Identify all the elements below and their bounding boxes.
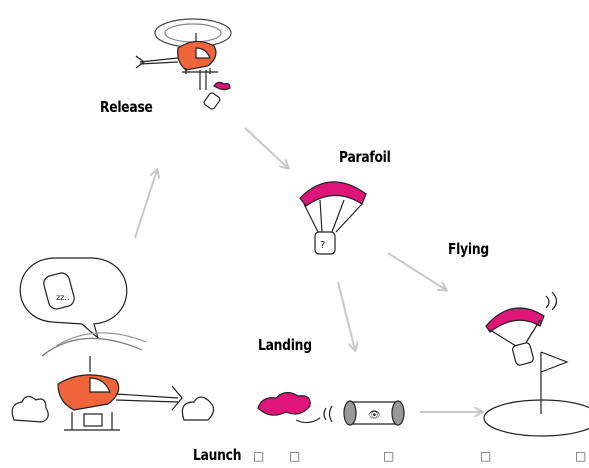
- helicopter-launch-icon: [41, 332, 183, 431]
- placeholder-glyph: □: [575, 449, 587, 463]
- landing-rover-icon: 👁: [257, 391, 405, 426]
- svg-text:👁: 👁: [368, 410, 381, 421]
- svg-text:zz..: zz..: [56, 293, 69, 302]
- dropped-capsule-icon: [203, 81, 231, 110]
- parafoil-icon: ?: [299, 181, 367, 255]
- placeholder-glyph: □: [383, 449, 395, 463]
- arrow-release-to-parafoil: [244, 127, 288, 168]
- label-flying: Flying: [448, 240, 489, 258]
- helicopter-release-icon: [135, 18, 232, 90]
- bush-left-icon: [11, 395, 49, 423]
- flow-arrows: [134, 127, 482, 412]
- speech-bubble-icon: zz..: [19, 257, 128, 340]
- label-landing: Landing: [258, 336, 312, 354]
- label-release: Release: [100, 98, 153, 116]
- placeholder-glyph: □: [253, 449, 265, 463]
- flying-parafoil-icon: [485, 291, 558, 366]
- arrow-parafoil-to-flying: [387, 252, 446, 290]
- flag-icon: [483, 351, 589, 437]
- bush-right-icon: [181, 396, 215, 421]
- label-parafoil: Parafoil: [339, 148, 391, 166]
- placeholder-glyph: □: [480, 449, 492, 463]
- arrow-parafoil-to-landing: [337, 281, 355, 350]
- label-launch: Launch: [193, 446, 242, 464]
- svg-text:?: ?: [320, 240, 325, 251]
- arrow-launch-to-release: [134, 170, 157, 239]
- placeholder-glyph: □: [289, 449, 301, 463]
